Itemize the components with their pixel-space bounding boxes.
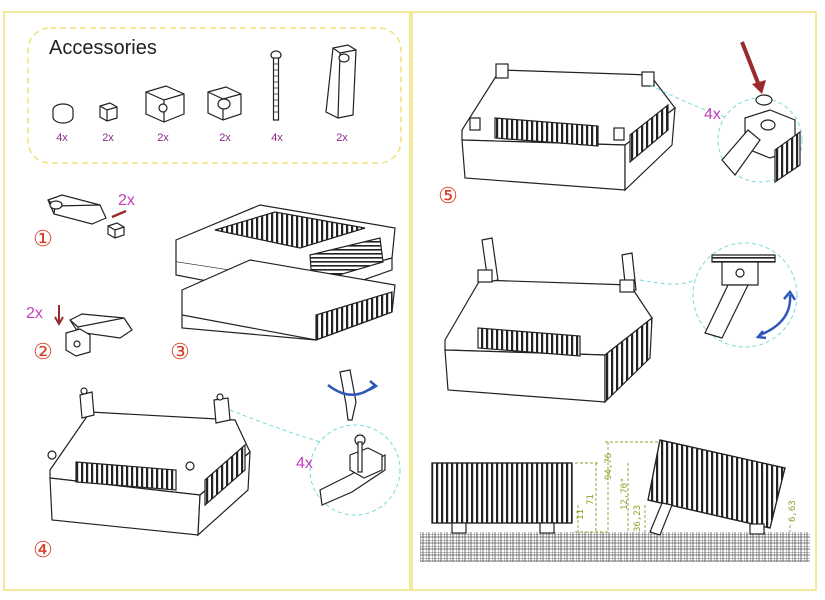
- small-block-icon: [99, 102, 118, 122]
- step-4-callout-line: [229, 409, 331, 446]
- step-4-multiplier: 4x: [296, 455, 313, 472]
- step-4-number: ④: [33, 537, 53, 562]
- side-view-flat: [431, 462, 573, 534]
- dimension-11: 11: [576, 509, 586, 520]
- step-5-arrow-head: [752, 80, 766, 94]
- accessory-qty-tilt-leg: 2x: [336, 132, 348, 144]
- step-5b-callout-line: [639, 274, 701, 285]
- accessories-box: [27, 27, 402, 164]
- step-1-leg-part: [47, 194, 107, 225]
- square-cap-icon: [207, 86, 242, 121]
- tilt-leg-icon: [325, 44, 357, 119]
- step-2-number: ②: [33, 339, 53, 364]
- step-5-enclosure: [461, 63, 676, 192]
- step-5-number: ⑤: [438, 183, 458, 208]
- rotate-arrow-2-head: [783, 289, 797, 301]
- accessory-qty-foot-pad: 4x: [56, 132, 68, 144]
- step-1-block: [107, 222, 125, 239]
- step-2-assembly: [65, 313, 133, 357]
- corner-bracket-icon: [145, 85, 185, 123]
- step-5b-detail-view: [704, 254, 776, 339]
- step-4-enclosure: [47, 387, 251, 537]
- foot-pad-icon: [52, 103, 74, 124]
- step-5-multiplier: 4x: [704, 106, 721, 123]
- screw-icon: [270, 50, 282, 121]
- rotate-arrow-2-tail: [755, 330, 767, 340]
- step-2-arrow: [54, 305, 64, 327]
- dimension-lines: [575, 441, 791, 533]
- dimension-angle: 12,70°: [620, 477, 630, 510]
- dimension-94-76: 94,76: [604, 452, 614, 480]
- step-3-number: ③: [170, 339, 190, 364]
- rotate-arrow-2-icon: [759, 294, 792, 337]
- accessory-qty-small-block: 2x: [102, 132, 114, 144]
- accessory-qty-corner-bracket: 2x: [157, 132, 169, 144]
- page-frames: [3, 11, 817, 591]
- step-1-arrow: [111, 209, 127, 219]
- dimension-71: 71: [586, 494, 596, 505]
- step-5-detail-view: [721, 94, 801, 184]
- accessories-title: Accessories: [49, 37, 157, 59]
- dimension-6-63: 6,63: [788, 500, 798, 522]
- step-5-arrow: [740, 41, 762, 89]
- step-1-number: ①: [33, 226, 53, 251]
- ground-surface: [420, 532, 810, 562]
- step-2-multiplier: 2x: [26, 305, 43, 322]
- accessory-qty-screw: 4x: [271, 132, 283, 144]
- side-view-tilted: [647, 439, 786, 536]
- step-3-enclosure-exploded: [175, 204, 396, 341]
- step-1-multiplier: 2x: [118, 192, 135, 209]
- dimension-36-23: 36,23: [633, 504, 643, 532]
- step-4-detail-view: [319, 434, 386, 506]
- accessory-qty-square-cap: 2x: [219, 132, 231, 144]
- rotate-arrow-head: [368, 380, 379, 392]
- step-5-enclosure-legs: [444, 237, 653, 404]
